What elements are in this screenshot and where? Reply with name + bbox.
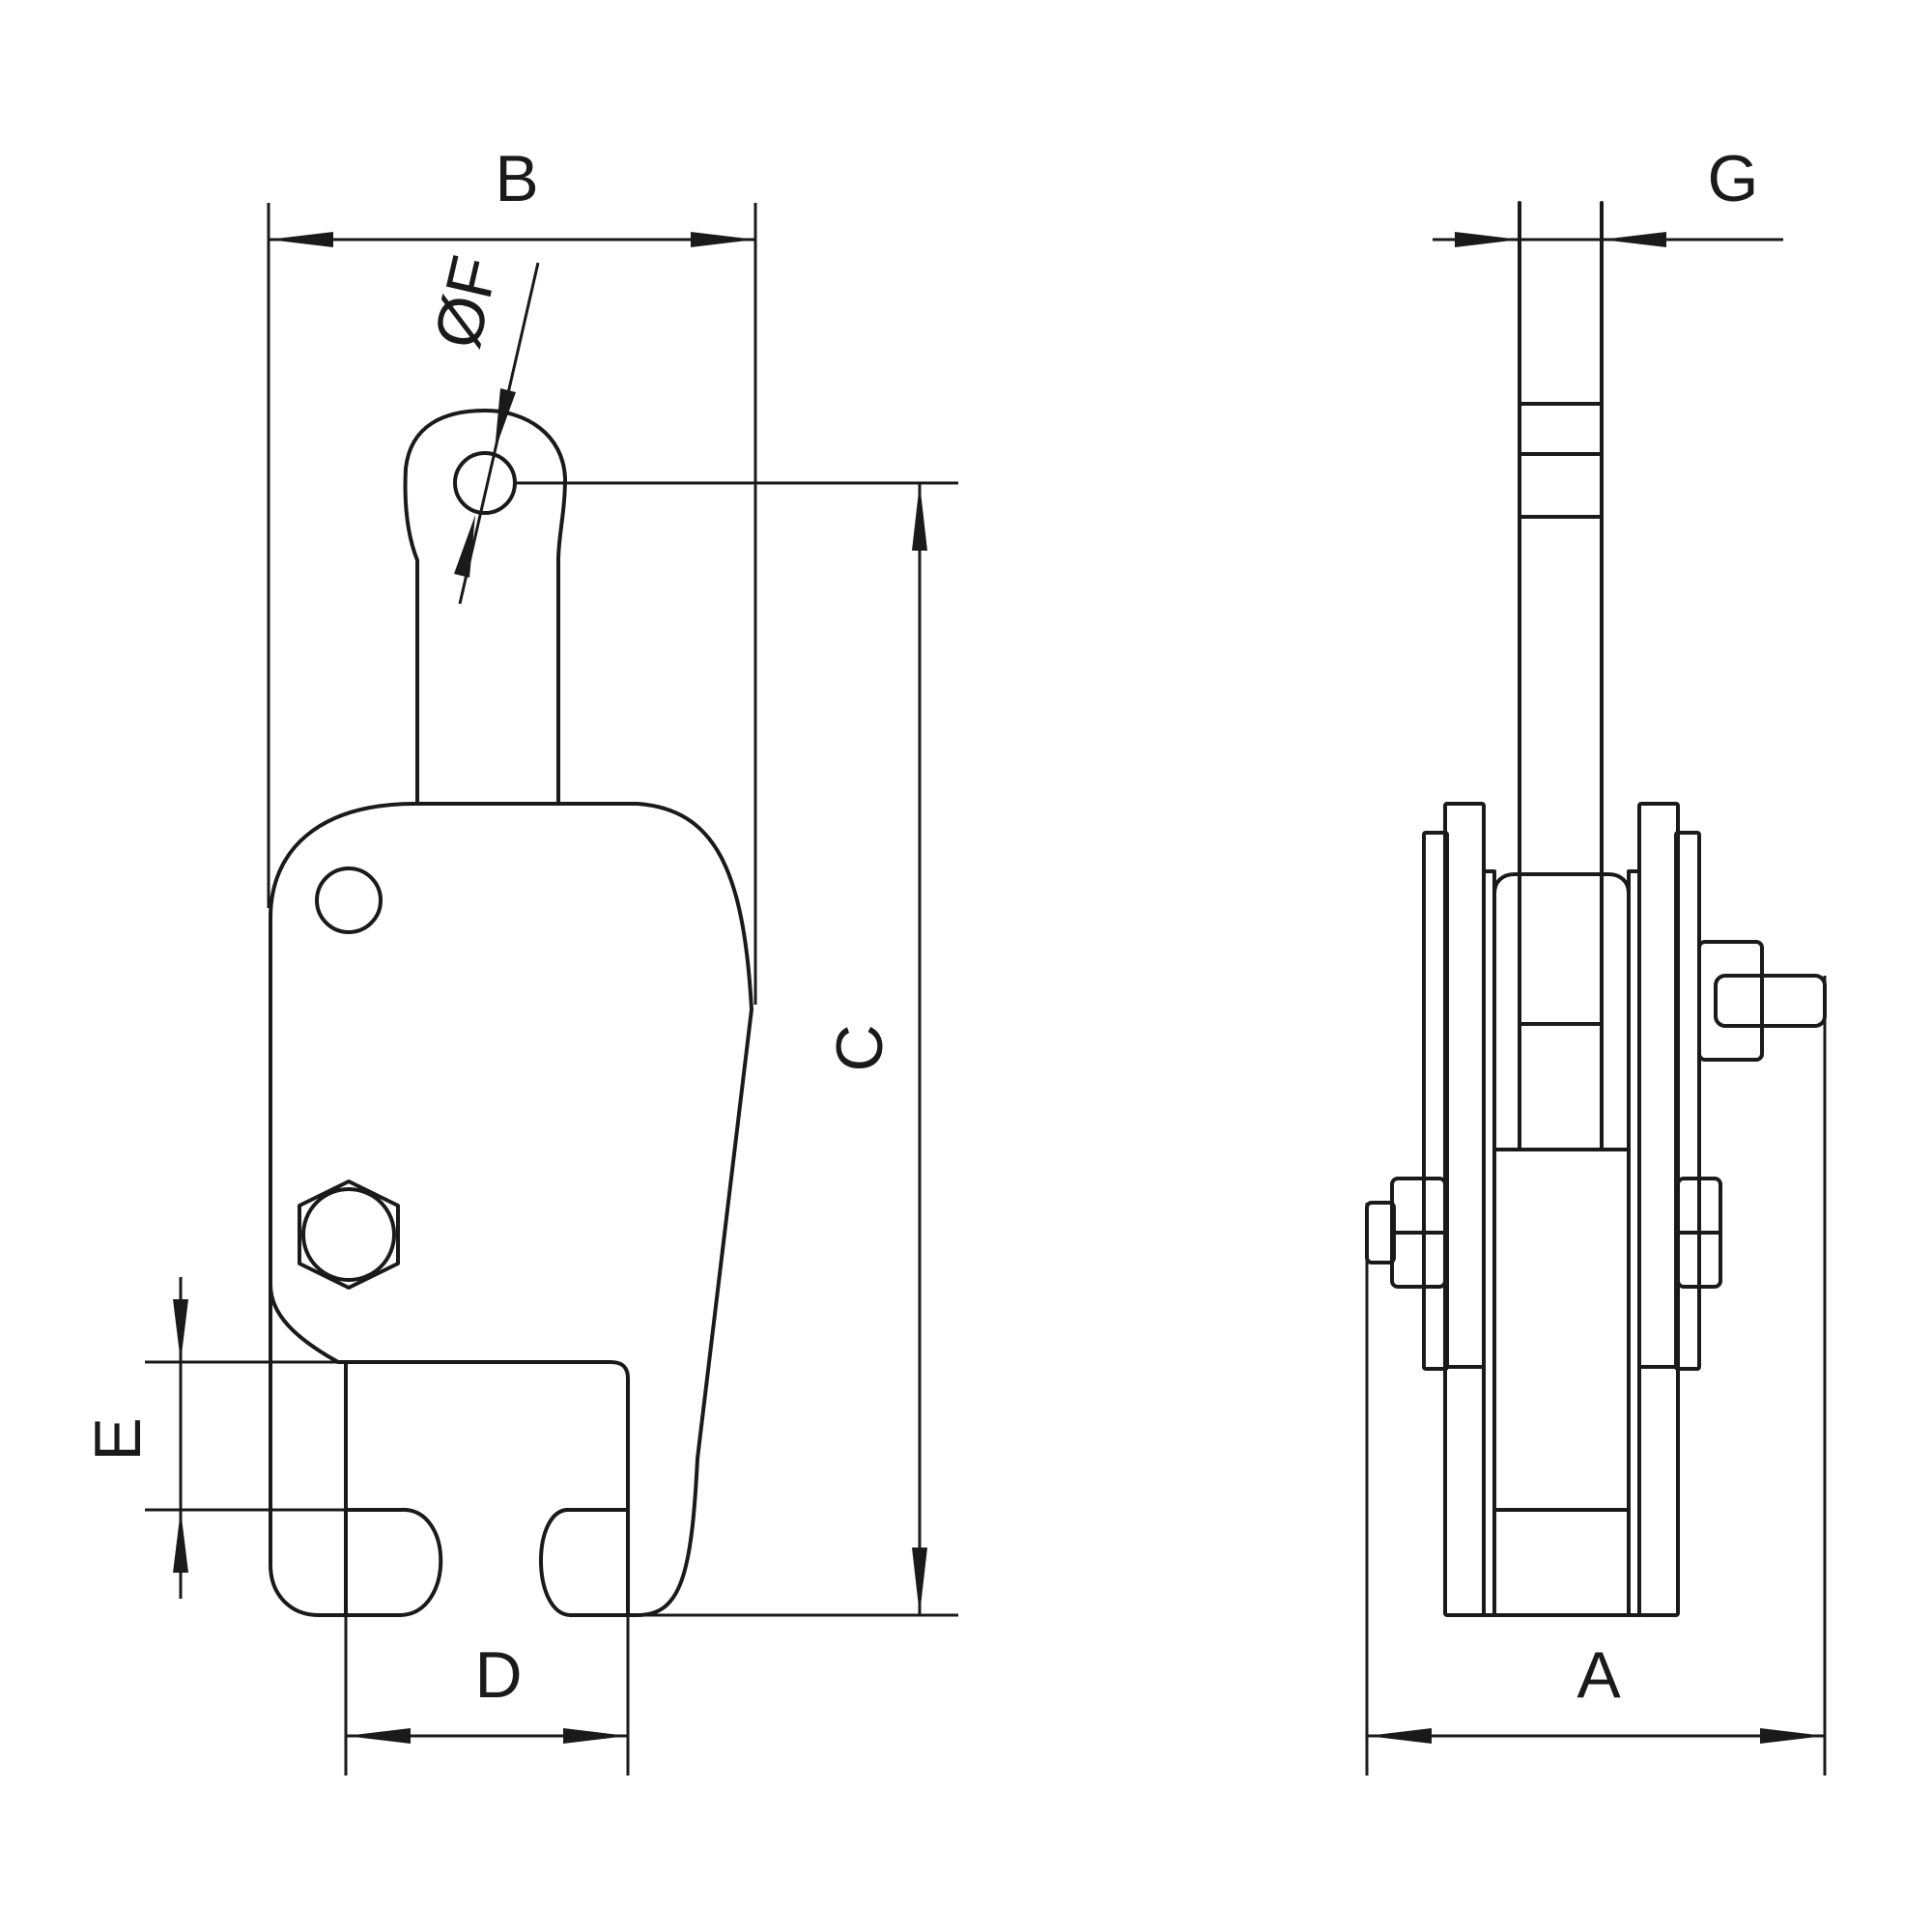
side-view: [1365, 201, 1827, 1617]
side-inner-frame: [1492, 872, 1631, 1617]
side-dimensions: G A: [1365, 142, 1827, 1776]
hex-bolt-washer: [301, 1187, 396, 1282]
side-right-plate: [1637, 802, 1680, 1617]
dim-g-label: G: [1708, 142, 1759, 215]
dim-d-label: D: [474, 1638, 522, 1712]
pin-circle: [315, 867, 383, 934]
dim-g-arrow-right: [1602, 232, 1666, 247]
hex-bolt-icon: [298, 1179, 400, 1290]
dim-a-label: A: [1577, 1638, 1621, 1712]
side-jaw-block: [1492, 1148, 1631, 1617]
dim-a-arrow-left: [1367, 1728, 1432, 1744]
dim-a-arrow-right: [1760, 1728, 1825, 1744]
dim-f-arrow-bottom: [454, 515, 475, 578]
eye-hole: [453, 451, 517, 515]
dim-b-label: B: [495, 142, 538, 215]
dim-d-arrow-right: [563, 1728, 628, 1744]
lifting-eye: [403, 409, 567, 806]
front-view: [269, 409, 753, 1617]
dim-e-arrow-top: [173, 1299, 188, 1362]
dim-e-arrow-bottom: [173, 1510, 188, 1573]
side-right-plate-outer: [1674, 831, 1701, 1371]
dim-b-arrow-left: [269, 232, 333, 247]
front-body-outline: [269, 802, 753, 1617]
side-cam-handle: [1714, 974, 1827, 1028]
dim-b-arrow-right: [691, 232, 755, 247]
dim-f-label: ØF: [420, 249, 512, 355]
dim-e-label: E: [81, 1417, 155, 1461]
front-left-jaw: [269, 1283, 443, 1617]
dim-c-label: C: [823, 1024, 896, 1071]
dim-c-arrow-bottom: [912, 1548, 927, 1615]
dim-d-arrow-left: [346, 1728, 411, 1744]
side-left-plate: [1443, 802, 1486, 1617]
dim-f-arrow-top: [495, 388, 516, 451]
side-cam-block: [1697, 940, 1764, 1062]
dim-g-arrow-left: [1455, 232, 1520, 247]
side-bolt-cap: [1365, 1201, 1396, 1264]
dim-c-arrow-top: [912, 483, 927, 551]
front-dimensions: B ØF C E D: [81, 142, 958, 1776]
